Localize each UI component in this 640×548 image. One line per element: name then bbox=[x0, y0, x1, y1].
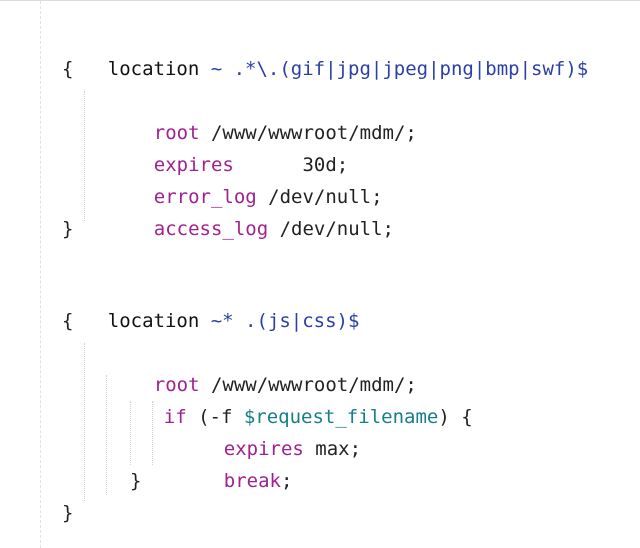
code-line-expires-max: expires max; bbox=[178, 401, 361, 460]
indent-guide bbox=[106, 375, 107, 495]
code-line-if: if (-f $request_filename) { bbox=[118, 369, 473, 428]
regex-pattern: .*\.(gif|jpg|jpeg|png|bmp|swf)$ bbox=[233, 58, 589, 80]
if-condition-open: (-f bbox=[186, 406, 244, 428]
variable-request-filename: $request_filename bbox=[243, 406, 439, 428]
indent-guide bbox=[130, 401, 131, 465]
close-brace: } bbox=[62, 502, 74, 524]
code-line-close-brace: } bbox=[62, 213, 73, 245]
match-operator: ~ bbox=[199, 58, 234, 80]
expires-value: 30d; bbox=[233, 154, 349, 176]
indent-guide bbox=[84, 91, 85, 221]
root-value: /www/wwwroot/mdm/; bbox=[199, 374, 417, 396]
directive-error-log: error_log bbox=[153, 186, 257, 208]
code-line-open-brace: { bbox=[62, 53, 73, 85]
if-condition-close: ) { bbox=[438, 406, 473, 428]
code-line-location-assets: location ~* .(js|css)$ bbox=[62, 273, 360, 332]
access-log-value: /dev/null; bbox=[268, 218, 394, 240]
code-line-error-log: error_log /dev/null; bbox=[108, 149, 383, 208]
editor-gutter bbox=[0, 1, 41, 548]
keyword-if: if bbox=[163, 406, 187, 428]
close-brace: } bbox=[62, 218, 74, 240]
code-line-location-images: location ~ .*\.(gif|jpg|jpeg|png|bmp|swf… bbox=[62, 21, 588, 80]
regex-pattern: .(js|css)$ bbox=[245, 310, 360, 332]
code-line-open-brace: { bbox=[62, 305, 73, 337]
directive-location: location bbox=[107, 58, 200, 80]
error-log-value: /dev/null; bbox=[256, 186, 383, 208]
code-line-expires: expires 30d; bbox=[108, 117, 348, 176]
directive-root: root bbox=[153, 374, 200, 396]
directive-root: root bbox=[153, 122, 200, 144]
directive-location: location bbox=[107, 310, 200, 332]
code-line-root: root /www/wwwroot/mdm/; bbox=[108, 85, 417, 144]
code-line-close-brace: } bbox=[62, 497, 73, 529]
indent-guide bbox=[152, 401, 153, 465]
code-line-break: break; bbox=[178, 433, 293, 492]
match-operator: ~* bbox=[199, 310, 246, 332]
indent-guide bbox=[84, 343, 85, 501]
open-brace: { bbox=[62, 310, 74, 332]
expires-value: max; bbox=[303, 438, 362, 460]
inner-close-brace: } bbox=[130, 470, 142, 492]
code-line-inner-close-brace: } bbox=[130, 465, 141, 497]
keyword-break: break bbox=[223, 470, 281, 492]
root-value: /www/wwwroot/mdm/; bbox=[199, 122, 417, 144]
directive-access-log: access_log bbox=[153, 218, 269, 240]
open-brace: { bbox=[62, 58, 74, 80]
code-line-access-log: access_log /dev/null; bbox=[108, 181, 394, 240]
break-semicolon: ; bbox=[280, 470, 293, 492]
directive-expires: expires bbox=[153, 154, 234, 176]
code-line-root: root /www/wwwroot/mdm/; bbox=[108, 337, 417, 396]
directive-expires: expires bbox=[223, 438, 304, 460]
